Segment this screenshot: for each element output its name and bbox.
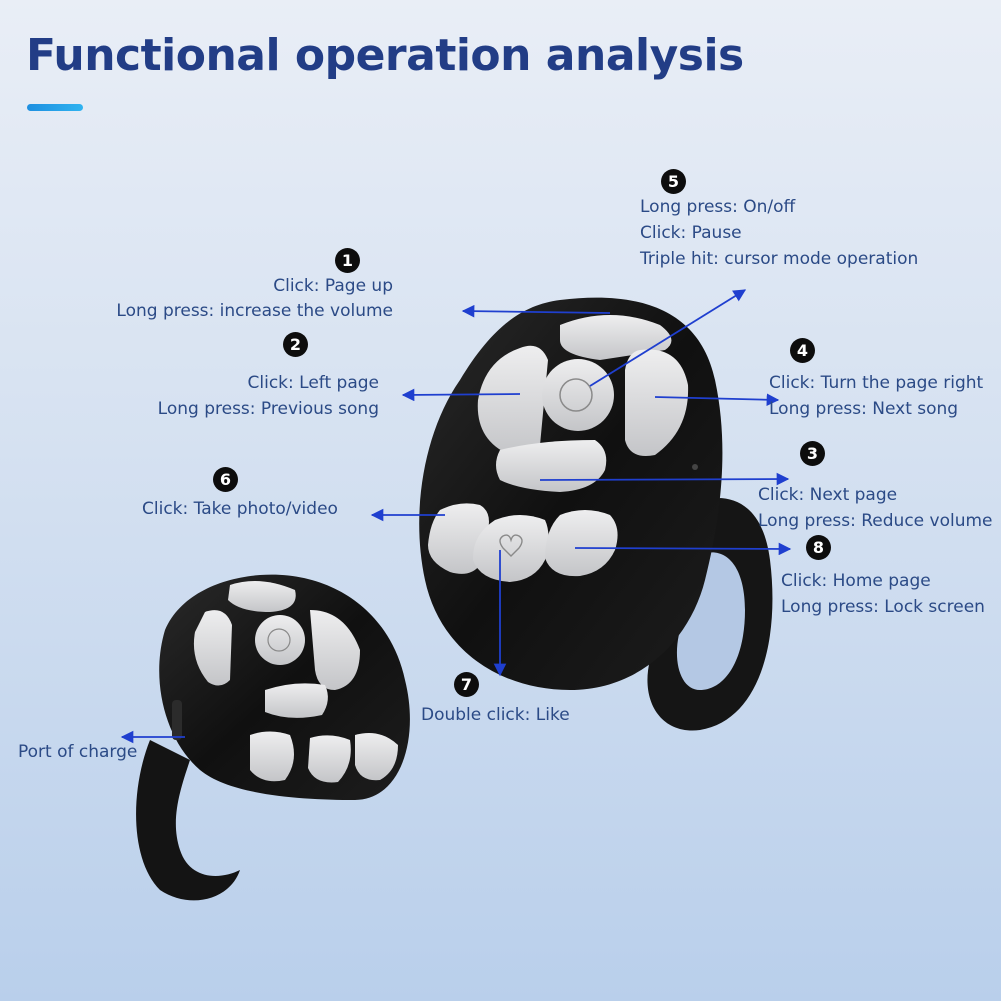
- callout-5-number: 5: [661, 169, 686, 194]
- arrow-4: [654, 393, 780, 407]
- callout-2-number: 2: [283, 332, 308, 357]
- callout-7-line1: Double click: Like: [421, 705, 570, 725]
- right-button: [625, 349, 689, 456]
- callout-4-line1: Click: Turn the page right: [769, 373, 984, 393]
- left-button: [477, 345, 548, 457]
- callout-2-line2: Long press: Previous song: [157, 399, 379, 419]
- callout-8-number: 8: [806, 535, 831, 560]
- large-remote: [419, 297, 773, 731]
- callout-3-number: 3: [800, 441, 825, 466]
- arrow-3: [539, 472, 790, 486]
- callout-5-line2: Click: Pause: [640, 223, 742, 243]
- callout-2-line1: Click: Left page: [247, 373, 379, 393]
- down-button: [496, 440, 607, 492]
- callout-6-number: 6: [213, 467, 238, 492]
- home-button: [545, 510, 618, 577]
- callout-1-line2: Long press: increase the volume: [116, 301, 393, 321]
- callout-1-line1: Click: Page up: [273, 276, 393, 296]
- callout-3-line1: Click: Next page: [758, 485, 898, 505]
- callout-4-line2: Long press: Next song: [769, 399, 959, 419]
- arrow-1: [461, 304, 611, 318]
- callout-5-line1: Long press: On/off: [640, 197, 796, 217]
- callout-5-line3: Triple hit: cursor mode operation: [640, 249, 919, 269]
- callout-7-number: 7: [454, 672, 479, 697]
- charge-port-label: Port of charge: [18, 742, 138, 762]
- center-button: [542, 359, 614, 431]
- callout-4-number: 4: [790, 338, 815, 363]
- arrow-2: [401, 388, 521, 402]
- page-title: Functional operation analysis: [26, 30, 744, 81]
- up-button: [560, 315, 672, 360]
- arrow-8: [574, 542, 792, 556]
- like-button: [472, 515, 549, 582]
- callout-6-line1: Click: Take photo/video: [142, 499, 338, 519]
- callout-8-line2: Long press: Lock screen: [781, 597, 985, 617]
- small-remote: [136, 574, 410, 901]
- callout-8-line1: Click: Home page: [781, 571, 931, 591]
- arrow-5: [589, 289, 747, 387]
- callout-3-line2: Long press: Reduce volume: [758, 511, 993, 531]
- callout-1-number: 1: [335, 248, 360, 273]
- title-underline: [27, 104, 83, 111]
